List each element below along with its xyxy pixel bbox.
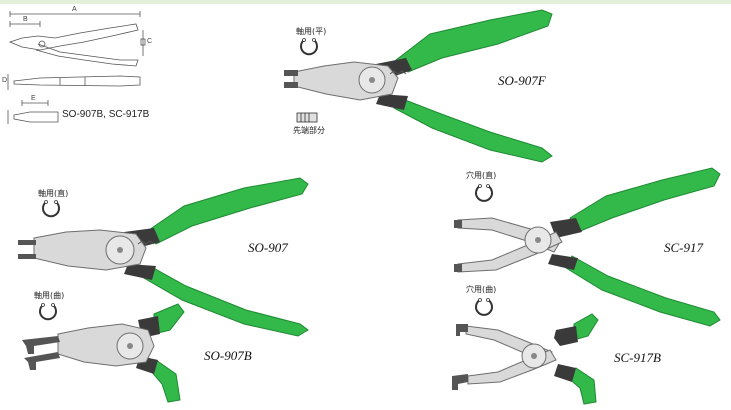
tip-detail-icon bbox=[296, 112, 318, 123]
model-so-907: SO-907 bbox=[248, 240, 288, 255]
snap-ring-hole-icon bbox=[475, 184, 493, 202]
pliers-sc-917b bbox=[452, 313, 599, 405]
model-sc-917: SC-917 bbox=[664, 240, 703, 255]
pliers-so-907b bbox=[22, 303, 185, 403]
caption-sc-917: 穴用(直) bbox=[466, 171, 497, 180]
model-so-907f: SO-907F bbox=[498, 73, 546, 88]
caption-so-907: 軸用(直) bbox=[38, 189, 69, 198]
dim-label-a: A bbox=[72, 6, 77, 13]
caption-so-907f: 軸用(平) bbox=[296, 27, 327, 36]
dim-label-c: C bbox=[147, 38, 153, 45]
snap-ring-shaft-icon bbox=[300, 38, 318, 56]
dimension-diagram bbox=[7, 11, 146, 124]
dim-label-e: E bbox=[31, 95, 36, 102]
snap-ring-shaft-icon bbox=[39, 303, 57, 321]
snap-ring-hole-icon bbox=[475, 298, 493, 316]
pliers-sc-917 bbox=[454, 167, 721, 327]
dim-label-d: D bbox=[2, 77, 8, 84]
pliers-so-907f bbox=[284, 9, 553, 163]
caption-tip-detail: 先端部分 bbox=[293, 126, 325, 135]
pliers-so-907 bbox=[18, 177, 309, 337]
snap-ring-shaft-icon bbox=[42, 200, 60, 218]
spec-label: SO-907B, SC-917B bbox=[62, 109, 150, 120]
model-sc-917b: SC-917B bbox=[614, 350, 661, 365]
caption-sc-917b: 穴用(曲) bbox=[466, 285, 497, 294]
caption-so-907b: 軸用(曲) bbox=[34, 291, 65, 300]
dim-label-b: B bbox=[23, 16, 28, 23]
model-so-907b: SO-907B bbox=[204, 348, 252, 363]
